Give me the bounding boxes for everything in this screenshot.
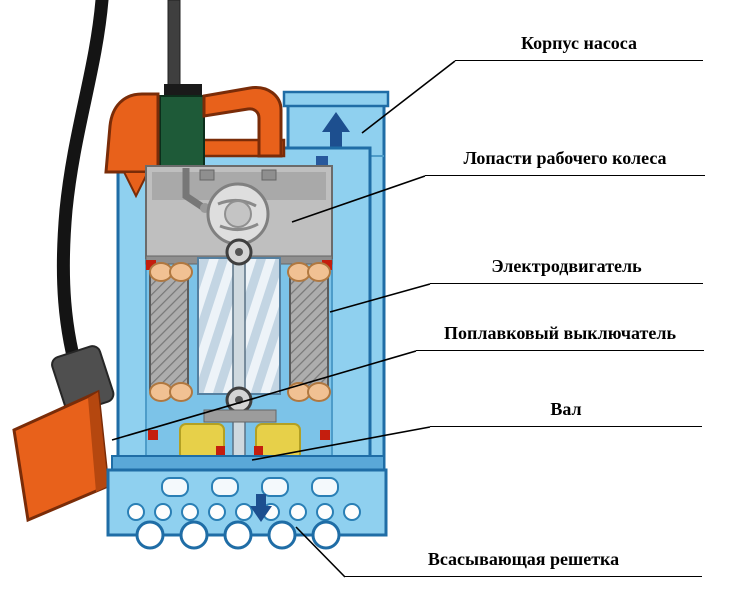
leader-float-switch: [111, 350, 417, 441]
stator-left: [149, 271, 189, 391]
leader-motor: [329, 283, 431, 313]
leader-shaft: [251, 426, 431, 461]
flow-up-arrow-icon: [322, 112, 350, 150]
capacitor-block: [159, 95, 205, 169]
leader-suction-grille: [295, 526, 346, 578]
label-pump-housing: Корпус насоса: [455, 32, 703, 61]
label-electric-motor: Электродвигатель: [430, 255, 703, 284]
carry-handle: [104, 84, 286, 199]
leader-pump-housing: [361, 60, 456, 134]
flow-down-arrow-icon: [250, 494, 272, 522]
leader-impeller: [291, 175, 426, 223]
power-cable: [56, 0, 181, 409]
suction-grille-graphic: [106, 455, 388, 550]
label-suction-grille: Всасывающая решетка: [345, 548, 702, 577]
label-float-switch: Поплавковый выключатель: [416, 322, 704, 351]
label-shaft: Вал: [430, 398, 702, 427]
leader-lines: [111, 60, 456, 578]
float-switch-graphic: [12, 345, 115, 523]
stator-right: [289, 271, 329, 391]
label-impeller-blades: Лопасти рабочего колеса: [425, 147, 705, 176]
